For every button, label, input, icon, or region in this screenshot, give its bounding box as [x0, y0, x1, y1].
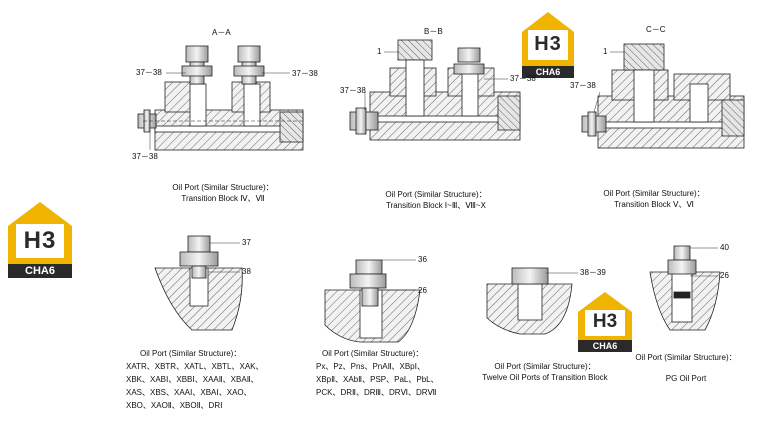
section-cc-label-1: 1: [603, 47, 608, 56]
section-aa-label-left: 37－38: [136, 68, 162, 77]
logo-top-sub: CHA6: [535, 67, 561, 77]
port1-caption-title: Oil Port (Similar Structure)：: [140, 349, 242, 358]
logo-bottom: H3 CHA6: [576, 290, 634, 354]
logo-top: H3 CHA6: [520, 10, 576, 80]
section-cc-caption: Oil Port (Similar Structure)： Transition…: [596, 188, 712, 210]
port1-drawing: [154, 235, 243, 331]
port2-caption-title: Oil Port (Similar Structure)：: [322, 349, 424, 358]
section-cc-drawing: [581, 43, 745, 149]
section-bb-leaders: [364, 51, 508, 110]
section-bb-caption-line1: Oil Port (Similar Structure)：: [385, 190, 487, 199]
port4-label-40: 40: [720, 243, 729, 252]
port4-label-26: 26: [720, 271, 729, 280]
port2-drawing: [324, 259, 421, 343]
logo-left-sub: CHA6: [25, 265, 55, 277]
section-bb-label-left: 37－38: [340, 86, 366, 95]
logo-left-mark: H3: [23, 227, 57, 254]
logo-top-mark: H3: [534, 33, 562, 55]
port2-caption-line2: XBpⅡ、XAbⅡ、PSP、PaL、PbL、: [316, 375, 439, 384]
port4-caption-line1: Oil Port (Similar Structure)：: [635, 353, 737, 362]
port1-caption-line3: XAS、XBS、XAAⅠ、XBAⅠ、XAO、: [126, 388, 252, 397]
port3-caption-line2: Twelve Oil Ports of Transition Block: [482, 373, 608, 382]
section-bb-title: B－B: [424, 27, 443, 36]
logo-bottom-mark: H3: [592, 311, 618, 332]
port4-drawing: [649, 245, 721, 331]
section-cc-title: C－C: [646, 25, 666, 34]
port3-drawing: [486, 267, 573, 335]
port3-caption: Oil Port (Similar Structure)： Twelve Oil…: [470, 361, 620, 383]
section-aa-caption-line1: Oil Port (Similar Structure)：: [172, 183, 274, 192]
section-bb-caption-line2: Transition Block Ⅰ~Ⅲ、Ⅷ~Ⅹ: [385, 201, 487, 210]
port4-leaders: [690, 247, 718, 277]
section-cc-label-left: 37－38: [570, 81, 596, 90]
logo-bottom-sub: CHA6: [592, 341, 618, 351]
section-bb-label-right: 37－38: [510, 74, 536, 83]
section-aa-leaders: [149, 72, 290, 150]
port4-caption-line2: PG Oil Port: [665, 374, 707, 383]
port2-leaders: [380, 259, 416, 291]
port1-caption-line4: XBO、XAOⅡ、XBOⅡ、DRⅠ: [126, 401, 223, 410]
port1-caption-line2: XBK、XABⅠ、XBBⅠ、XAAⅡ、XBAⅡ、: [126, 375, 259, 384]
logo-left: H3 CHA6: [4, 200, 76, 280]
port2-caption-line3: PCK、DRⅡ、DRⅢ、DRⅥ、DRⅦ: [316, 388, 437, 397]
port2-caption-line1: Px、Pz、Pns、PnAⅡ、XBpⅠ、: [316, 362, 425, 371]
section-aa-drawing: [137, 45, 305, 151]
section-aa-label-right: 37－38: [292, 69, 318, 78]
section-aa-label-bottom: 37－38: [132, 152, 158, 161]
port1-label-38: 38: [242, 267, 251, 276]
section-cc-caption-line1: Oil Port (Similar Structure)：: [603, 189, 705, 198]
port2-label-36: 36: [418, 255, 427, 264]
port1-caption-line1: XATR、XBTR、XATL、XBTL、XAK、: [126, 362, 264, 371]
section-cc-caption-line2: Transition Block Ⅴ、Ⅵ: [614, 200, 694, 209]
port4-caption: Oil Port (Similar Structure)： PG Oil Por…: [630, 351, 742, 385]
port3-label-38-39: 38－39: [580, 268, 606, 277]
section-aa-caption-line2: Transition Block Ⅳ、Ⅶ: [181, 194, 265, 203]
port1-label-37: 37: [242, 238, 251, 247]
port3-caption-line1: Oil Port (Similar Structure)：: [494, 362, 596, 371]
section-aa-title: A－A: [212, 28, 231, 37]
section-cc-leaders: [593, 51, 624, 113]
port1-leaders: [208, 242, 240, 273]
section-bb-drawing: [349, 39, 521, 141]
section-bb-caption: Oil Port (Similar Structure)： Transition…: [378, 189, 494, 211]
port2-label-26: 26: [418, 286, 427, 295]
section-aa-caption: Oil Port (Similar Structure)： Transition…: [168, 182, 278, 204]
section-bb-label-1: 1: [377, 47, 382, 56]
